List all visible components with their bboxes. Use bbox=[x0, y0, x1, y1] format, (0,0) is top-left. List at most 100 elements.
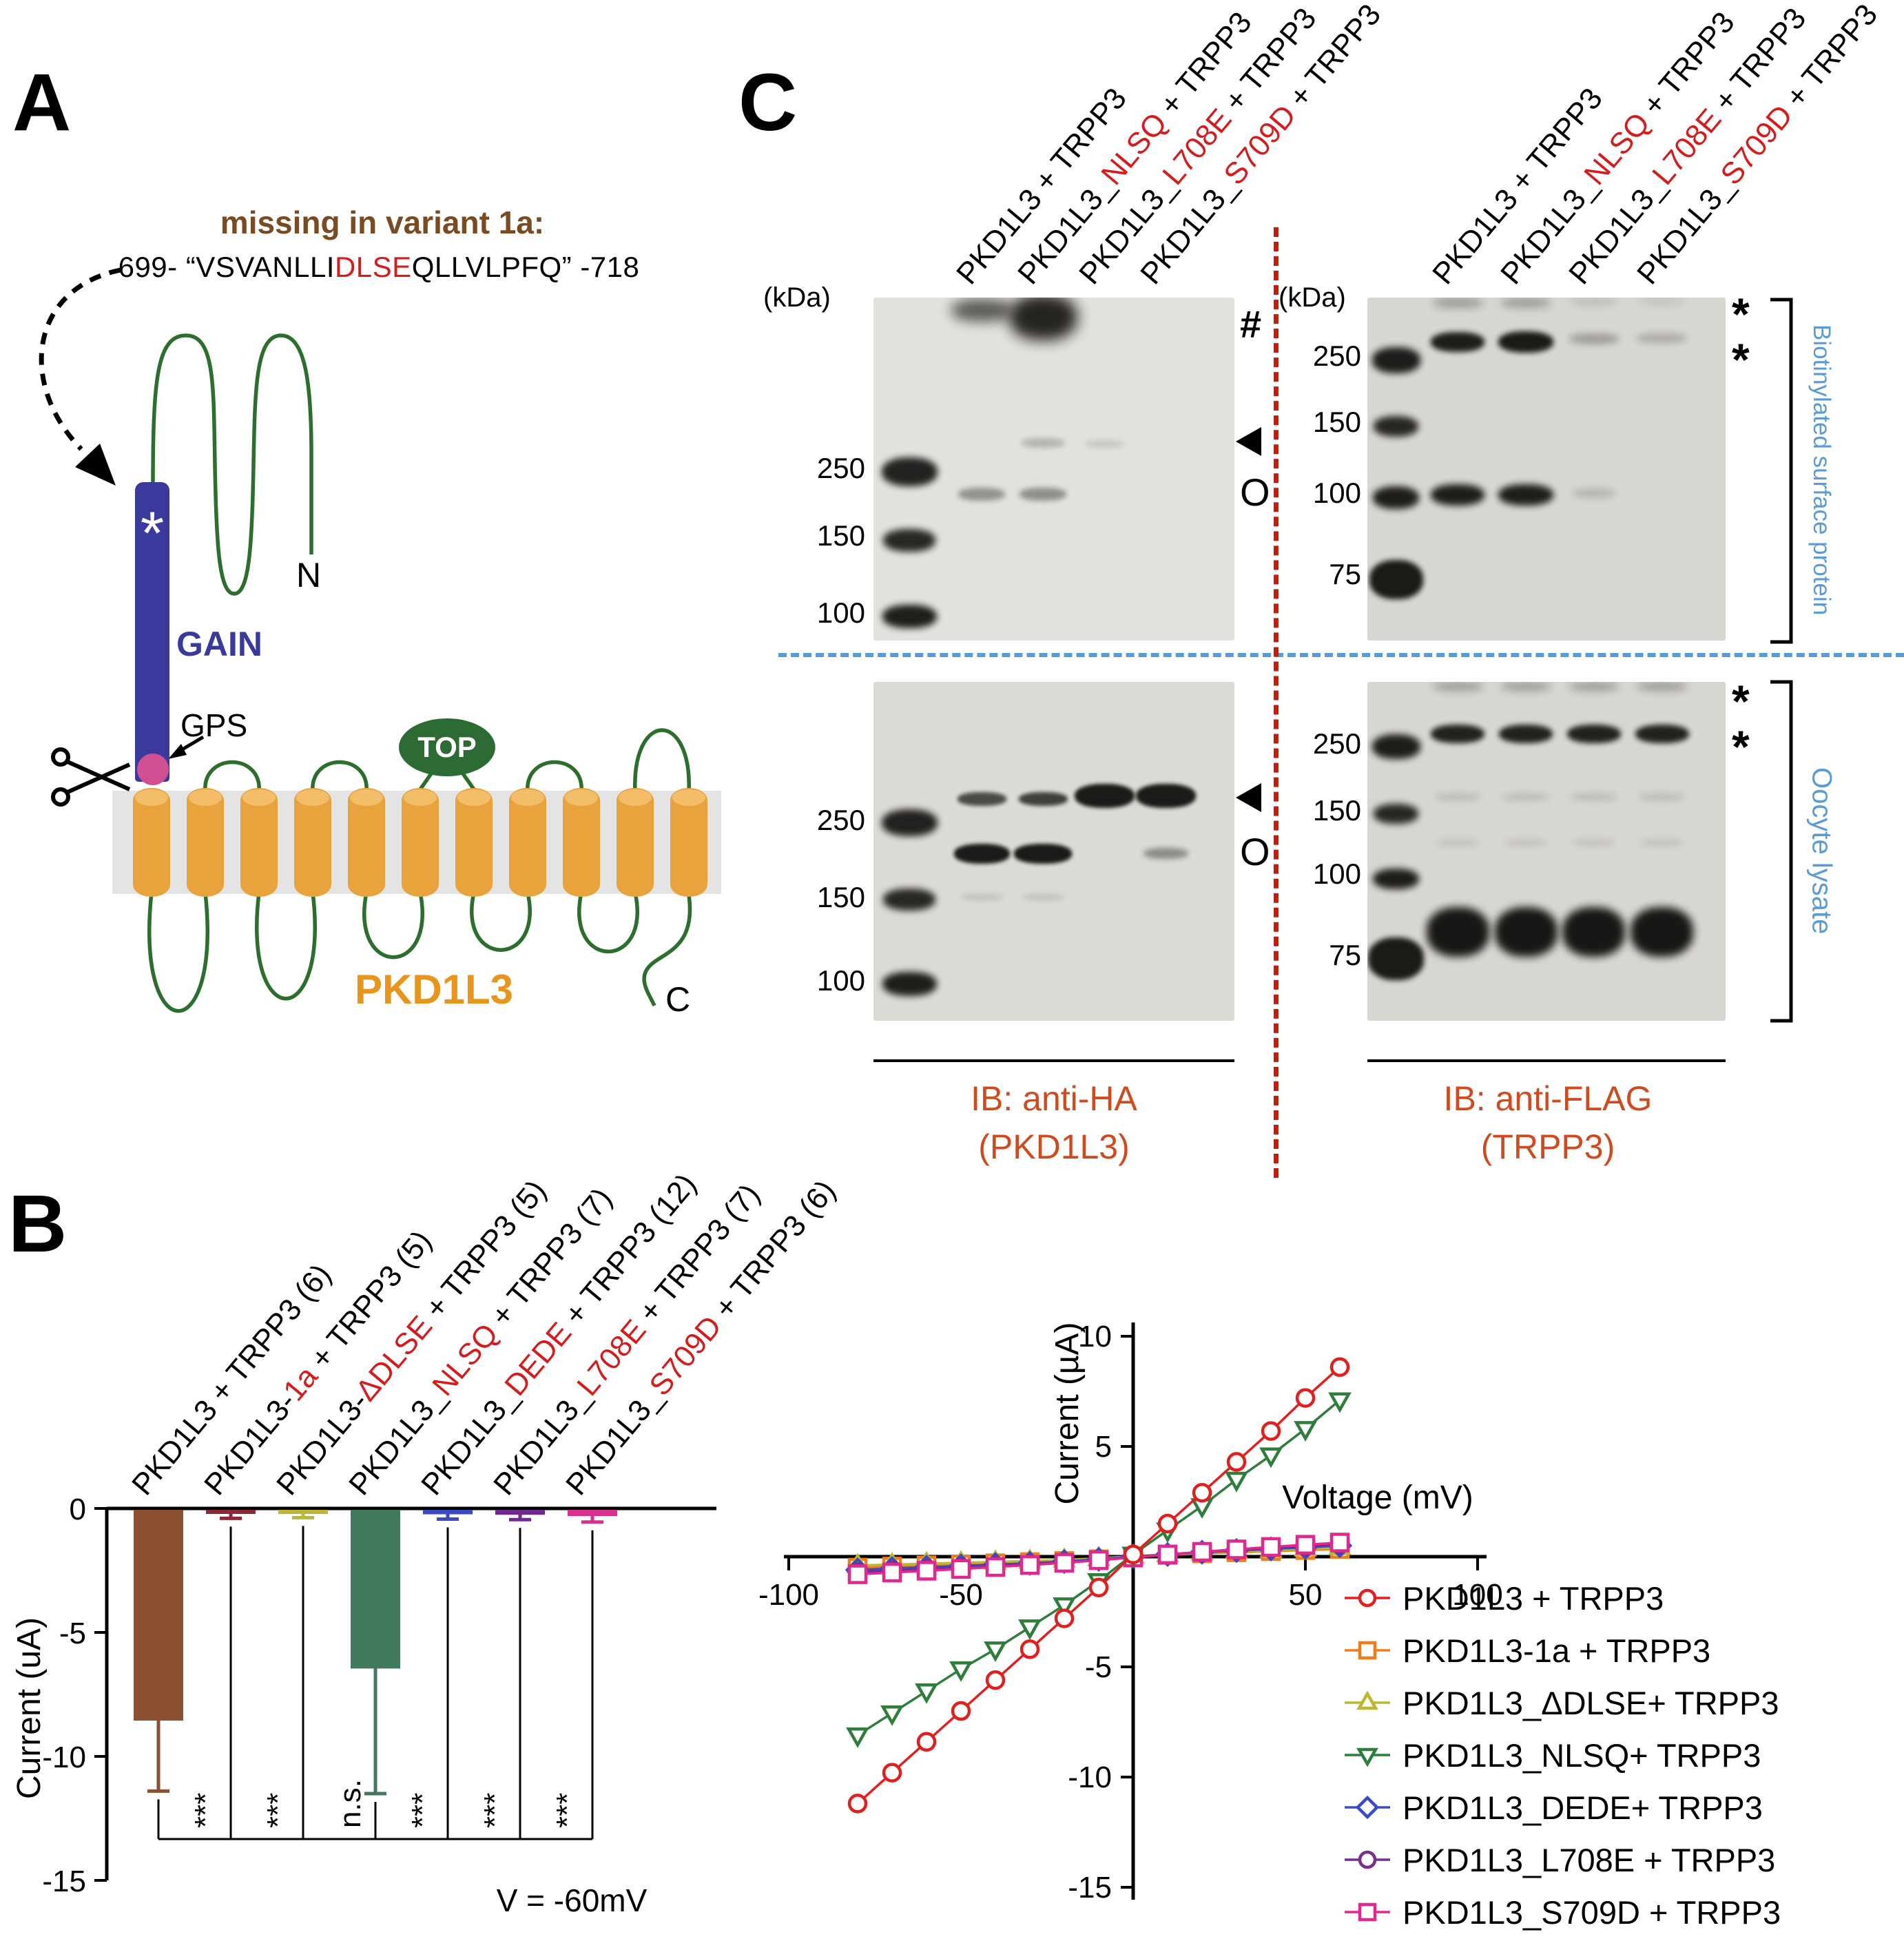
circle-marker-icon bbox=[916, 1732, 937, 1752]
protein-band bbox=[1572, 488, 1616, 499]
protein-band bbox=[1020, 488, 1067, 501]
protein-band bbox=[1432, 298, 1483, 308]
sig-label: *** bbox=[189, 1793, 223, 1828]
western-blot-anti-FLAG-surface bbox=[1367, 298, 1726, 641]
circle-marker-icon bbox=[1329, 1357, 1350, 1378]
square-marker-icon bbox=[1329, 1533, 1350, 1553]
variant-dashed-arrow bbox=[39, 267, 121, 451]
protein-band bbox=[1372, 734, 1420, 759]
protein-band bbox=[882, 604, 937, 628]
sequence-text: 699- “VSVANLLIDLSEQLLVLPFQ” -718 bbox=[118, 251, 640, 283]
legend-item: PKD1L3_DEDE+ TRPP3 bbox=[1343, 1781, 1781, 1834]
tm-helix-cylinder bbox=[455, 788, 493, 897]
legend-label: PKD1L3_S709D + TRPP3 bbox=[1403, 1893, 1781, 1931]
triangle-down-marker-icon bbox=[880, 1705, 904, 1726]
protein-band bbox=[1638, 298, 1686, 304]
protein-band bbox=[1572, 839, 1616, 846]
protein-band bbox=[1637, 682, 1688, 691]
square-marker-icon bbox=[1358, 1641, 1377, 1660]
square-marker-icon bbox=[1226, 1539, 1247, 1559]
y-tick-label: 0 bbox=[70, 1493, 86, 1526]
variant-arrowhead-icon bbox=[75, 444, 116, 486]
holding-potential-note: V = -60mV bbox=[497, 1882, 648, 1918]
protein-band bbox=[1374, 415, 1419, 437]
intracellular-loop bbox=[255, 892, 317, 1001]
western-blot-anti-HA-surface bbox=[873, 298, 1234, 641]
triangle-down-marker-icon bbox=[1018, 1619, 1042, 1640]
square-marker-icon bbox=[847, 1564, 868, 1584]
cleaved-band-symbol: O bbox=[1240, 830, 1270, 873]
triangle-down-marker-icon bbox=[1294, 1421, 1317, 1442]
y-tick-label: 10 bbox=[1078, 1320, 1112, 1353]
band-arrowhead-icon bbox=[1236, 783, 1261, 812]
ib-right-target: (TRPP3) bbox=[1480, 1128, 1615, 1166]
panel-c-label: C bbox=[738, 57, 798, 148]
lysate-fraction-label: Oocyte lysate bbox=[1806, 767, 1837, 935]
protein-band bbox=[1638, 793, 1686, 801]
x-tick-label: 50 bbox=[1289, 1578, 1323, 1612]
protein-band bbox=[1014, 844, 1073, 864]
protein-band bbox=[1569, 333, 1620, 345]
surface-fraction-label: Biotinylated surface protein bbox=[1808, 324, 1835, 616]
tm-helix-cylinder bbox=[670, 788, 707, 897]
mw-marker: 75 bbox=[1329, 558, 1361, 590]
bracket-top bbox=[1770, 298, 1793, 644]
tm-helix-cylinder bbox=[402, 788, 439, 897]
square-marker-icon bbox=[1054, 1553, 1075, 1573]
x-tick-label: -50 bbox=[939, 1578, 983, 1612]
tm-helix-cylinder bbox=[294, 788, 331, 897]
protein-band bbox=[1500, 682, 1551, 691]
bracket-bottom bbox=[1770, 680, 1793, 1023]
triangle-up-marker-icon bbox=[1356, 1690, 1378, 1710]
protein-band bbox=[1499, 724, 1553, 744]
mw-marker: 250 bbox=[1312, 340, 1361, 372]
y-tick-label: -10 bbox=[42, 1741, 86, 1774]
x-tick-label: -100 bbox=[758, 1578, 819, 1612]
y-tick-label: 5 bbox=[1095, 1430, 1112, 1464]
fraction-divider-line bbox=[778, 653, 1904, 657]
circle-marker-icon bbox=[951, 1701, 971, 1721]
circle-legend-icon bbox=[1345, 1850, 1390, 1869]
protein-band bbox=[881, 809, 938, 836]
protein-band bbox=[1084, 439, 1125, 448]
mw-marker: 250 bbox=[816, 804, 865, 836]
protein-band bbox=[951, 299, 1013, 322]
square-marker-icon bbox=[1192, 1542, 1212, 1562]
protein-band bbox=[881, 457, 938, 486]
protein-band bbox=[1562, 907, 1626, 957]
triangle-down-marker-icon bbox=[1259, 1447, 1283, 1468]
mw-marker: 150 bbox=[1312, 406, 1361, 438]
y-axis-title: Current (uA) bbox=[11, 1617, 48, 1799]
bar bbox=[351, 1510, 400, 1669]
sig-label: *** bbox=[406, 1793, 439, 1828]
mw-marker: 250 bbox=[816, 452, 865, 484]
protein-band bbox=[1494, 907, 1558, 957]
square-marker-icon bbox=[1020, 1555, 1040, 1575]
y-tick-label: -15 bbox=[42, 1865, 86, 1898]
circle-marker-icon bbox=[1226, 1452, 1247, 1472]
sig-label: n.s. bbox=[333, 1779, 367, 1828]
protein-band bbox=[1372, 868, 1420, 890]
band-arrowhead-icon bbox=[1236, 427, 1261, 456]
x-axis-title: Voltage (mV) bbox=[1282, 1480, 1473, 1516]
n-terminus-label: N bbox=[296, 556, 322, 594]
square-marker-icon bbox=[1295, 1535, 1316, 1555]
triangle-down-marker-icon bbox=[846, 1727, 869, 1748]
bar bbox=[495, 1510, 545, 1515]
protein-band bbox=[1008, 298, 1078, 341]
protein-band bbox=[1021, 893, 1065, 901]
kda-label-left: (kDa) bbox=[763, 282, 831, 313]
circle-marker-icon bbox=[1020, 1639, 1040, 1659]
circle-marker-icon bbox=[1192, 1482, 1212, 1503]
protein-band bbox=[1436, 839, 1480, 846]
ib-underline-left bbox=[873, 1059, 1234, 1062]
protein-band bbox=[882, 971, 937, 997]
triangle-down-marker-icon bbox=[915, 1683, 938, 1704]
bar bbox=[568, 1510, 617, 1516]
mw-marker: 250 bbox=[1312, 727, 1361, 760]
gain-label: GAIN bbox=[176, 625, 262, 663]
circle-marker-icon bbox=[882, 1763, 902, 1783]
pkd1l3-schematic bbox=[39, 267, 692, 1013]
diamond-legend-icon bbox=[1345, 1795, 1390, 1820]
